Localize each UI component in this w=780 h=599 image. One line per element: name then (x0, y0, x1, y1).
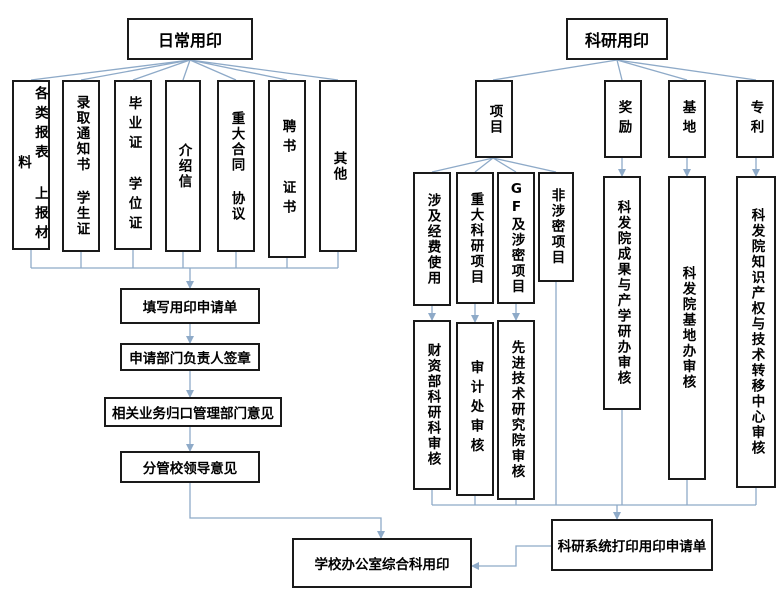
research-application-label: 科研系统打印用印申请单 (557, 539, 707, 555)
final-seal-box: 学校办公室综合科用印 (292, 538, 472, 588)
research-seal-title-box: 科研用印 (566, 18, 668, 60)
review-label: 财资部科研科审核 (424, 343, 441, 467)
category-label: 各类报表 上报材料 (15, 85, 48, 245)
branch-label: 奖励 (615, 99, 632, 139)
step-fill-application: 填写用印申请单 (120, 288, 260, 324)
step-label: 分管校领导意见 (142, 461, 238, 477)
review-finance: 财资部科研科审核 (413, 320, 451, 490)
category-box-diploma: 毕业证 学位证 (114, 80, 152, 250)
branch-box-award: 奖励 (604, 80, 642, 158)
project-type-label: 非涉密项目 (548, 188, 565, 266)
project-type-label: 重大科研项目 (467, 191, 484, 285)
branch-box-base: 基地 (668, 80, 706, 158)
final-seal-label: 学校办公室综合科用印 (314, 557, 450, 573)
project-type-major: 重大科研项目 (456, 172, 494, 304)
category-label: 聘书 证书 (279, 119, 296, 219)
project-type-label: GF及涉密项目 (508, 181, 525, 295)
daily-seal-title: 日常用印 (157, 31, 222, 50)
step-leader-opinion: 分管校领导意见 (120, 451, 260, 483)
review-achievement: 科发院成果与产学研办审核 (603, 176, 641, 410)
review-advanced-tech: 先进技术研究院审核 (497, 320, 535, 500)
category-label: 重大合同 协议 (228, 110, 245, 222)
branch-label: 基地 (679, 99, 696, 139)
review-audit: 审计处审核 (456, 322, 494, 496)
branch-label: 专利 (747, 99, 764, 139)
project-type-funding: 涉及经费使用 (413, 172, 451, 306)
category-label: 其他 (330, 150, 347, 182)
review-label: 科发院知识产权与技术转移中心审核 (748, 208, 765, 456)
review-label: 审计处审核 (467, 360, 484, 458)
research-seal-title: 科研用印 (584, 31, 649, 50)
project-type-classified: GF及涉密项目 (497, 172, 535, 304)
step-management-opinion: 相关业务归口管理部门意见 (104, 397, 282, 427)
research-application-box: 科研系统打印用印申请单 (551, 519, 713, 571)
category-box-contract: 重大合同 协议 (217, 80, 255, 252)
review-label: 科发院成果与产学研办审核 (614, 200, 631, 386)
category-label: 介绍信 (175, 142, 192, 190)
category-box-admission: 录取通知书 学生证 (62, 80, 100, 252)
category-box-other: 其他 (319, 80, 357, 252)
step-label: 相关业务归口管理部门意见 (112, 406, 274, 422)
project-type-nonclassified: 非涉密项目 (538, 172, 574, 282)
branch-label: 项目 (486, 103, 503, 135)
step-department-sign: 申请部门负责人签章 (120, 343, 260, 371)
category-label: 录取通知书 学生证 (73, 95, 90, 237)
category-box-certificate: 聘书 证书 (268, 80, 306, 258)
project-type-label: 涉及经费使用 (424, 192, 441, 286)
branch-box-patent: 专利 (736, 80, 774, 158)
review-label: 先进技术研究院审核 (508, 340, 525, 480)
category-label: 毕业证 学位证 (125, 95, 142, 235)
review-ip-center: 科发院知识产权与技术转移中心审核 (736, 176, 776, 488)
review-label: 科发院基地办审核 (679, 266, 696, 390)
category-box-letter: 介绍信 (165, 80, 201, 252)
step-label: 申请部门负责人签章 (129, 351, 251, 367)
daily-seal-title-box: 日常用印 (127, 18, 253, 60)
branch-box-project: 项目 (475, 80, 513, 158)
review-base-office: 科发院基地办审核 (668, 176, 706, 480)
category-box-reports: 各类报表 上报材料 (12, 80, 50, 250)
step-label: 填写用印申请单 (142, 300, 238, 316)
